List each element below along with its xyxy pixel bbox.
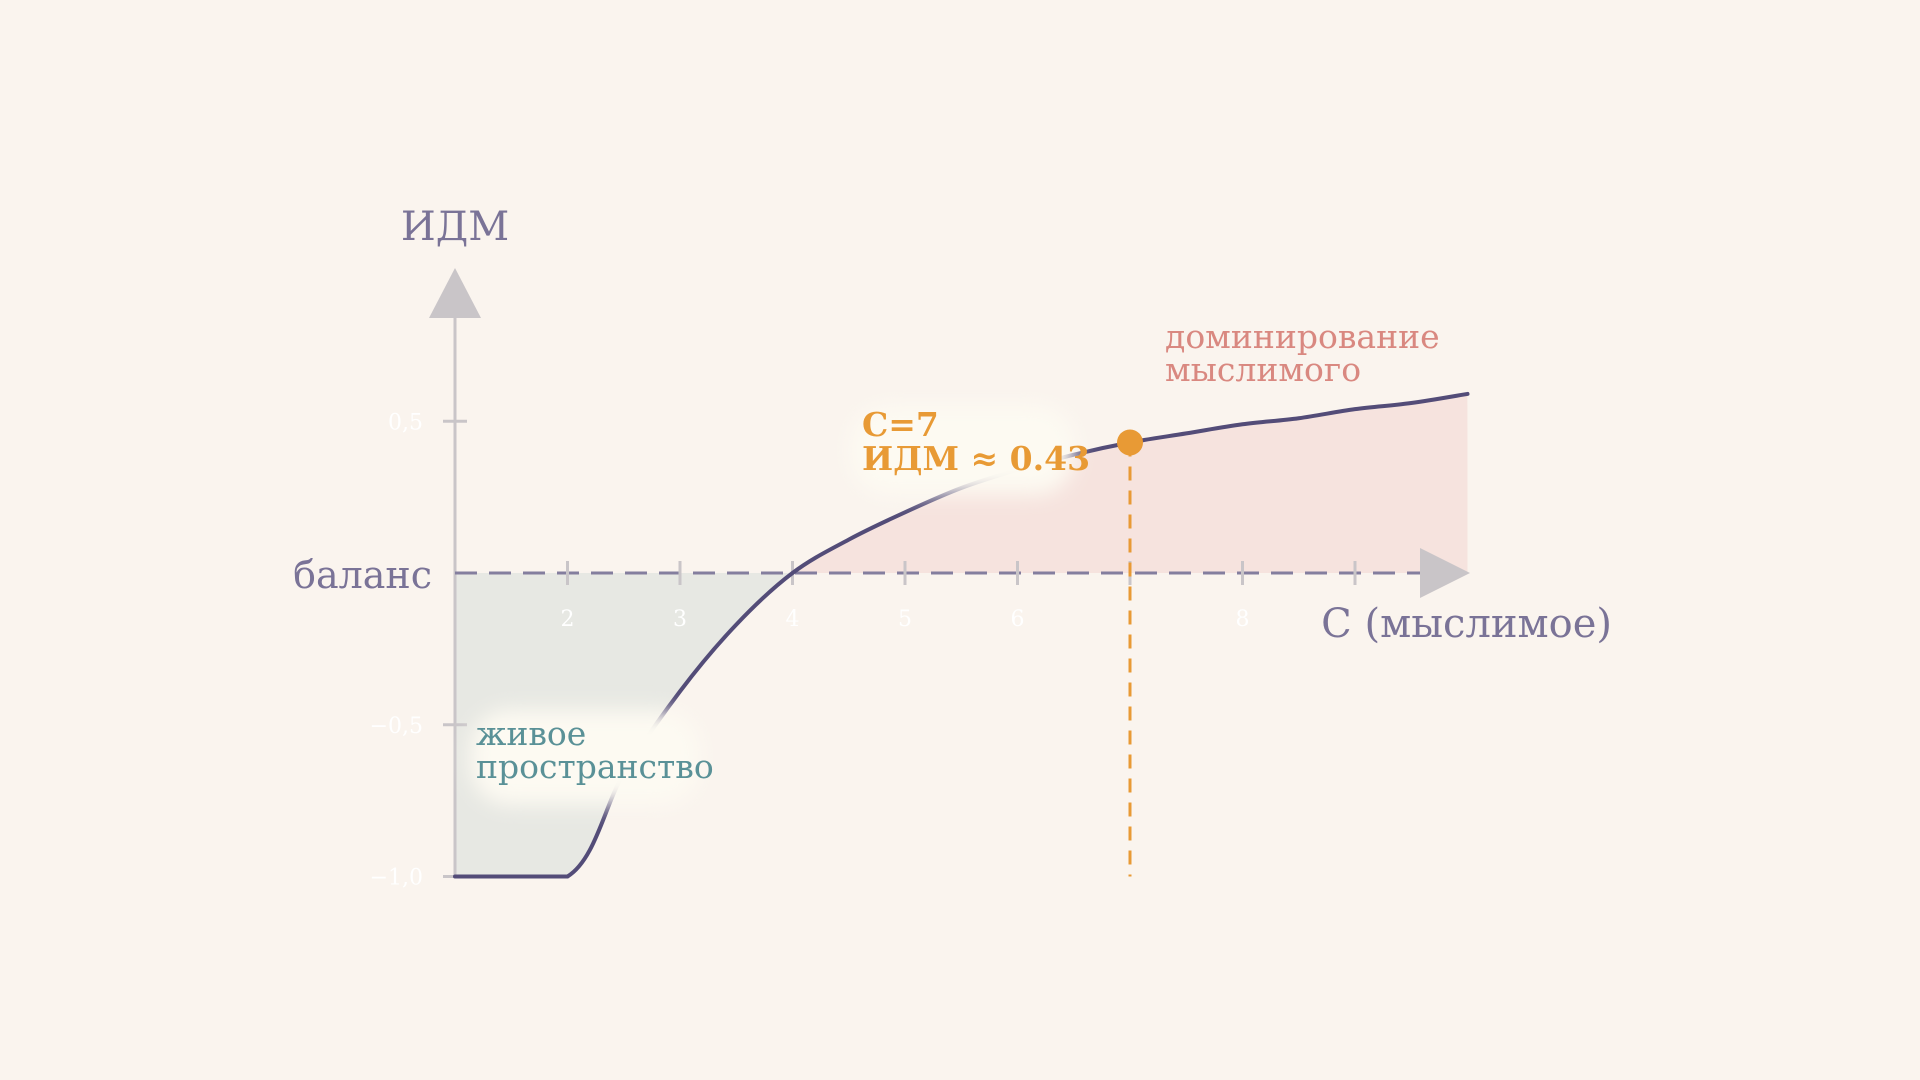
highlight-label-y: ИДМ ≈ 0.43: [862, 439, 1090, 478]
y-ticks: 0,5 −0,5 −1,0: [370, 410, 467, 891]
x-axis-label: C (мыслимое): [1321, 601, 1612, 647]
x-axis-arrow: [1420, 548, 1470, 598]
living-space-label-line1: живое: [476, 714, 586, 753]
x-tick-label: 5: [898, 607, 912, 632]
y-axis-label: ИДМ: [401, 204, 509, 250]
highlight-label-glow: [850, 405, 1075, 495]
thinkable-dominance-region: [792, 393, 1468, 573]
highlight-point: [1117, 429, 1143, 456]
x-tick-label: 6: [1011, 607, 1025, 632]
highlight-label-x: C=7: [862, 405, 939, 444]
y-tick-label: −0,5: [370, 714, 423, 739]
x-tick-label: 4: [786, 607, 800, 632]
y-tick-label: −1,0: [370, 866, 423, 891]
x-tick-label: 2: [561, 607, 575, 632]
dominance-label-line1: доминирование: [1165, 317, 1440, 356]
y-axis-arrow: [429, 268, 481, 318]
baseline-label: баланс: [293, 553, 432, 597]
x-tick-label: 8: [1236, 607, 1250, 632]
living-space-label-line2: пространство: [476, 747, 714, 786]
left-label-glow: [470, 710, 700, 805]
dominance-label-line2: мыслимого: [1165, 350, 1361, 389]
y-tick-label: 0,5: [388, 410, 423, 435]
x-tick-label: 3: [673, 607, 687, 632]
